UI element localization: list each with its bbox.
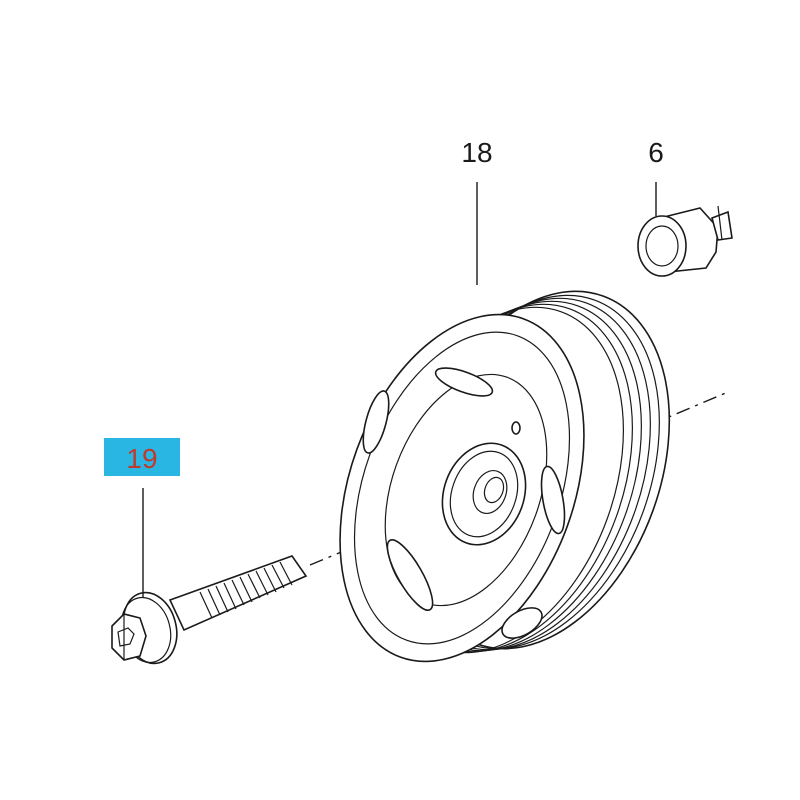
callout-label-sensor[interactable]: 6 bbox=[648, 137, 664, 168]
crankshaft-pulley[interactable] bbox=[295, 255, 716, 695]
callout-highlight-box bbox=[104, 438, 180, 476]
leader-lines bbox=[142, 182, 657, 598]
pulley-hub bbox=[441, 442, 527, 546]
sensor-plug[interactable] bbox=[637, 205, 733, 277]
callout-label-bolt[interactable]: 19 bbox=[126, 443, 157, 474]
pulley-bolt[interactable] bbox=[111, 555, 308, 670]
bolt-threads bbox=[199, 561, 293, 619]
callout-label-pulley[interactable]: 18 bbox=[461, 137, 492, 168]
